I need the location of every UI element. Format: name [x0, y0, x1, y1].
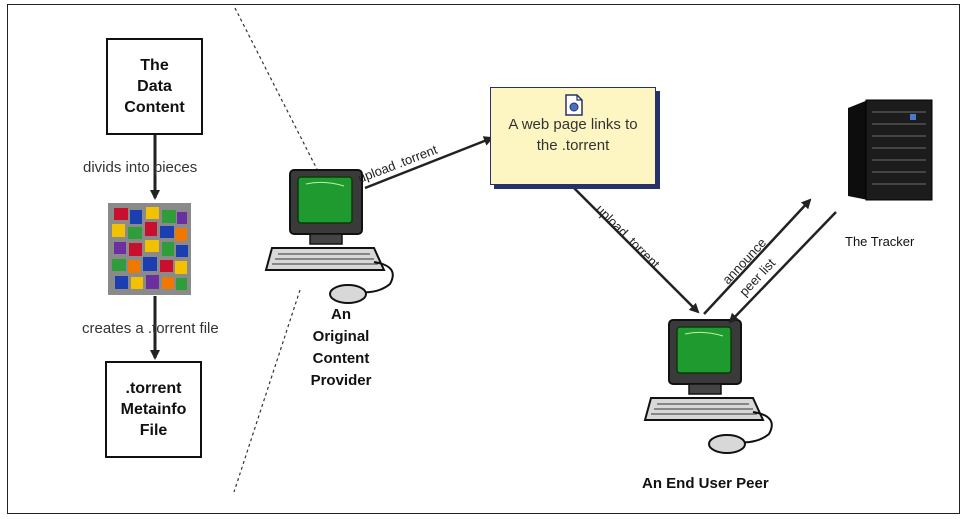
upload-label-2: upload .torrent: [593, 202, 663, 272]
pieces-mosaic-icon: [108, 203, 191, 295]
separator-line-lower: [233, 289, 301, 493]
webpage-label: A web page links to the .torrent: [508, 116, 638, 154]
data-content-box: The Data Content: [106, 38, 203, 135]
metainfo-file-box: .torrent Metainfo File: [105, 361, 202, 458]
peer-list-arrow: [728, 211, 837, 324]
announce-arrow: [703, 198, 812, 315]
document-icon: [565, 94, 583, 116]
upload-arrow-2: [571, 185, 700, 314]
provider-label: An Original Content Provider: [310, 306, 372, 389]
divides-label: divids into pieces: [83, 159, 198, 176]
provider-computer-icon: [265, 169, 394, 304]
separator-line-upper: [234, 7, 326, 186]
webpage-note: A web page links to the .torrent: [490, 87, 656, 185]
tracker-label: The Tracker: [845, 234, 915, 249]
creates-label: creates a .torrent file: [82, 320, 219, 337]
end-user-label: An End User Peer: [642, 475, 769, 492]
upload-arrow-1: [364, 136, 494, 190]
server-tower-icon: [848, 99, 933, 201]
peer-computer-icon: [644, 319, 773, 454]
